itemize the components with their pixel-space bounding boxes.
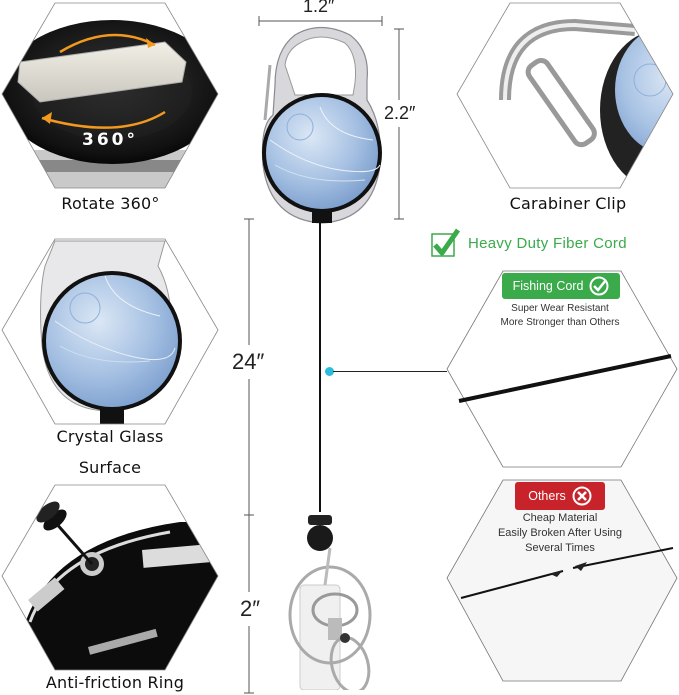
others-desc-line1: Cheap Material <box>522 512 598 524</box>
retractable-cord <box>319 222 321 512</box>
crystal-glass-image <box>1 238 219 425</box>
crystal-glass-label-line2: Surface <box>78 458 142 477</box>
fishing-cord-image <box>446 270 678 468</box>
width-dimension-line <box>258 16 383 26</box>
carabiner-label: Carabiner Clip <box>509 194 627 213</box>
anti-friction-image <box>1 484 219 671</box>
rotate-360-panel: 360° <box>0 0 225 190</box>
height-dimension-label: 2.2″ <box>384 100 416 127</box>
heavy-duty-heading: Heavy Duty Fiber Cord <box>430 228 627 258</box>
others-desc-line3: Several Times <box>525 542 595 554</box>
heavy-duty-heading-text: Heavy Duty Fiber Cord <box>468 234 627 252</box>
others-badge: Others <box>515 482 605 510</box>
rotate-overlay-text: 360° <box>82 130 138 150</box>
fishing-cord-desc-line2: More Stronger than Others <box>500 317 620 328</box>
check-circle-icon <box>589 276 609 296</box>
anti-friction-panel <box>0 482 225 672</box>
keychain-image <box>288 515 372 690</box>
connector-dot <box>325 367 334 376</box>
cord-length-label: 24″ <box>232 345 265 379</box>
carabiner-image <box>456 2 674 189</box>
anti-friction-label: Anti-friction Ring <box>45 673 185 692</box>
fishing-cord-panel <box>445 269 679 469</box>
badge-reel-image <box>261 26 382 224</box>
others-desc-line2: Easily Broken After Using <box>497 527 623 539</box>
others-cord-panel <box>445 478 679 683</box>
fishing-cord-badge: Fishing Cord <box>502 273 620 299</box>
crystal-glass-panel <box>0 236 225 426</box>
crystal-glass-label-line1: Crystal Glass <box>56 427 164 446</box>
broken-cord-image <box>446 479 678 682</box>
rotate-hexagon-image <box>1 2 219 189</box>
fishing-cord-badge-text: Fishing Cord <box>512 279 584 293</box>
x-circle-icon <box>572 486 592 506</box>
others-badge-text: Others <box>528 489 566 503</box>
carabiner-panel <box>455 0 679 190</box>
width-dimension-label: 1.2″ <box>300 0 338 17</box>
checkbox-check-icon <box>431 228 460 257</box>
keychain-length-label: 2″ <box>240 592 261 626</box>
fishing-cord-desc-line1: Super Wear Resistant <box>511 303 609 314</box>
connector-line <box>333 371 447 372</box>
rotate-360-label: Rotate 360° <box>61 194 160 213</box>
